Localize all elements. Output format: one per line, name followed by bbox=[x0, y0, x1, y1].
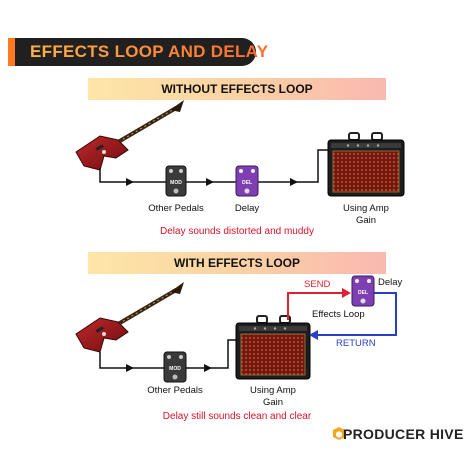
other-pedals-label: Other Pedals bbox=[148, 203, 204, 214]
mod-pedal-icon bbox=[165, 165, 187, 197]
return-path bbox=[309, 292, 397, 340]
delay-label: Delay bbox=[378, 277, 403, 288]
section-without-loop-band: WITHOUT EFFECTS LOOP bbox=[88, 78, 386, 100]
delay-label: Delay bbox=[234, 203, 260, 214]
amp-icon bbox=[327, 132, 405, 197]
section-without-loop-heading: WITHOUT EFFECTS LOOP bbox=[161, 82, 313, 96]
without-loop-note: Delay sounds distorted and muddy bbox=[160, 226, 314, 237]
return-label: RETURN bbox=[336, 338, 376, 349]
mod-pedal-mark: MOD bbox=[169, 366, 181, 372]
guitar-icon bbox=[75, 282, 184, 353]
page-title: EFFECTS LOOP AND DELAY bbox=[30, 42, 269, 61]
title-accent bbox=[8, 38, 15, 66]
delay-pedal-mark: DEL bbox=[242, 180, 252, 186]
mod-pedal-mark: MOD bbox=[170, 180, 182, 186]
amp-icon bbox=[235, 315, 311, 380]
send-label: SEND bbox=[304, 279, 331, 290]
cable-arrows-section2 bbox=[126, 364, 212, 372]
guitar-icon bbox=[75, 100, 184, 171]
mod-pedal-icon bbox=[163, 351, 187, 383]
delay-pedal-icon bbox=[351, 275, 375, 307]
delay-pedal-mark: DEL bbox=[358, 290, 368, 296]
section-with-loop-heading: WITH EFFECTS LOOP bbox=[174, 256, 300, 270]
cable-arrows-section1 bbox=[126, 178, 298, 186]
other-pedals-label: Other Pedals bbox=[147, 385, 203, 396]
producer-hive-logo-icon bbox=[333, 427, 345, 440]
delay-pedal-icon bbox=[235, 165, 259, 197]
with-loop-note: Delay still sounds clean and clear bbox=[162, 411, 312, 422]
amp-gain-label: Using Amp Gain bbox=[343, 203, 389, 226]
effects-loop-label: Effects Loop bbox=[312, 309, 365, 320]
send-path bbox=[287, 288, 351, 320]
title-bar: EFFECTS LOOP AND DELAY bbox=[8, 38, 268, 66]
cable-section1 bbox=[99, 149, 330, 183]
section-with-loop-band: WITH EFFECTS LOOP bbox=[88, 252, 386, 274]
brand-name: PRODUCER HIVE bbox=[343, 426, 464, 442]
amp-gain-label: Using Amp Gain bbox=[250, 385, 296, 408]
